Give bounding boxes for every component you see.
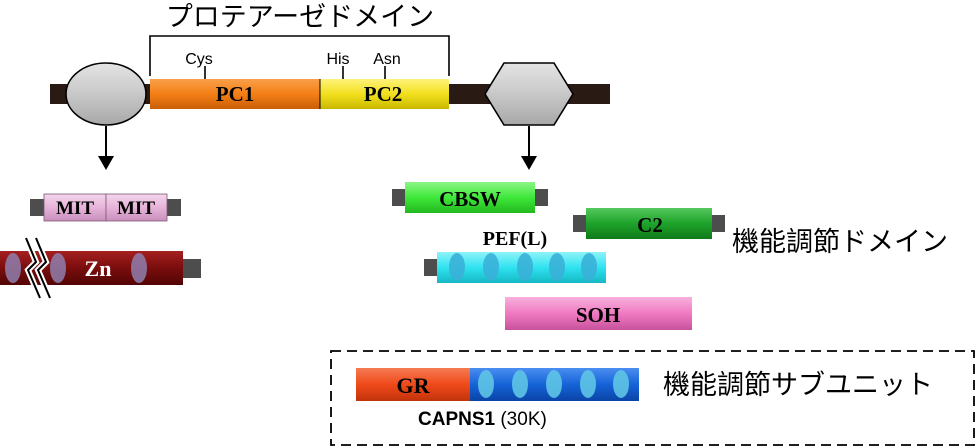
cbsw-cap-left <box>392 189 405 206</box>
down-arrow-icon <box>98 126 114 170</box>
subunit-ef-hand <box>512 370 528 398</box>
regulatory-domains-label: 機能調節ドメイン <box>732 227 948 257</box>
pef-label: PEF(L) <box>483 228 547 250</box>
hexagon-domain-icon <box>484 62 574 126</box>
subunit-ef-hand <box>613 370 629 398</box>
protease-domain-bracket <box>149 35 450 76</box>
down-arrow-icon <box>521 126 537 170</box>
mit-domain-2 <box>105 193 168 222</box>
mit-label-1: MIT <box>56 198 94 219</box>
ef-hand <box>517 253 533 281</box>
pc1-domain <box>150 79 320 109</box>
capns1-size: (30K) <box>495 409 547 430</box>
zn-finger <box>5 253 21 283</box>
subunit-ef-hand <box>546 370 562 398</box>
ef-hand <box>581 253 597 281</box>
mit-cap-left <box>30 199 44 216</box>
capns1-label: CAPNS1 <box>418 409 496 430</box>
his-label: His <box>326 51 349 68</box>
cbsw-label: CBSW <box>439 187 501 211</box>
cbsw-domain <box>405 182 535 213</box>
gr-label: GR <box>397 373 431 398</box>
zn-finger <box>50 253 66 283</box>
soh-label: SOH <box>576 303 620 327</box>
zn-cap-right <box>183 259 201 278</box>
ef-hand <box>483 253 499 281</box>
c2-label: C2 <box>637 213 663 237</box>
mit-label-2: MIT <box>117 198 155 219</box>
pef-cap-left <box>424 259 437 276</box>
gr-domain <box>356 368 470 401</box>
ellipse-domain-icon <box>65 62 147 126</box>
regulatory-subunit-label: 機能調節サブユニット <box>663 370 933 400</box>
pc1-label: PC1 <box>216 82 255 106</box>
subunit-ef-hand <box>580 370 596 398</box>
protease-domain-label: プロテアーゼドメイン <box>166 2 434 32</box>
zn-finger <box>131 253 147 283</box>
zn-label: Zn <box>85 256 112 281</box>
subunit-ef-hand <box>478 370 494 398</box>
soh-domain <box>505 297 692 330</box>
cys-label: Cys <box>185 51 213 68</box>
pc2-domain <box>320 79 449 109</box>
subunit-name: CAPNS1 (30K) <box>418 409 547 430</box>
zn-break-mark-outline <box>25 237 51 299</box>
regulatory-subunit-box <box>330 350 975 446</box>
ef-hand <box>449 253 465 281</box>
asn-label: Asn <box>373 51 401 68</box>
ef-hand <box>549 253 565 281</box>
c2-cap-left <box>573 215 586 232</box>
pc2-label: PC2 <box>364 82 403 106</box>
c2-cap-right <box>712 215 725 232</box>
mit-cap-right <box>167 199 181 216</box>
c2-domain <box>586 208 712 239</box>
cbsw-cap-right <box>535 189 548 206</box>
